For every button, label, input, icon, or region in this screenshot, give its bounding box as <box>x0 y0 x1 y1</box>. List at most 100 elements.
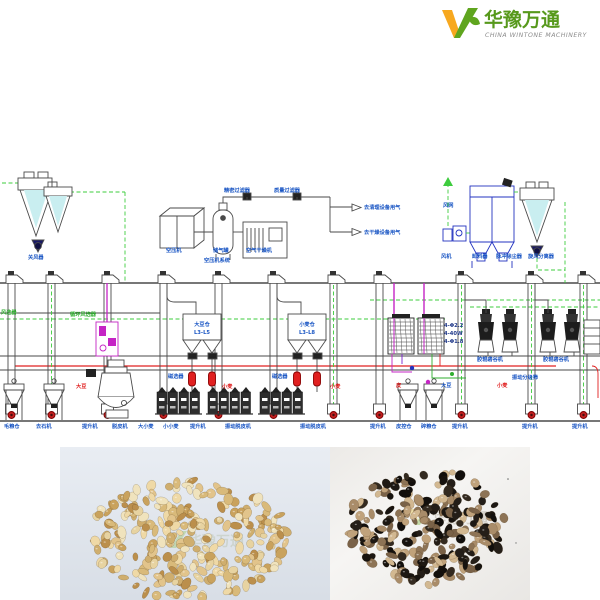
grain <box>117 525 127 539</box>
diagram-label: 旋风分离器 <box>527 252 555 260</box>
grain <box>132 582 140 589</box>
grain <box>455 572 466 581</box>
bucket-elevator <box>327 271 346 419</box>
grain-highlight <box>473 481 476 483</box>
grain <box>242 508 252 520</box>
diagram-label: 提升机 <box>82 422 98 430</box>
destoner-cone-mill <box>86 359 135 419</box>
grain-highlight <box>378 545 381 547</box>
grain-highlight <box>217 518 220 520</box>
grain-highlight <box>365 540 368 542</box>
grain-highlight <box>410 579 413 581</box>
surge-hopper <box>3 378 25 420</box>
grain-highlight <box>476 530 479 532</box>
diagram-label: 精密过滤器 <box>224 186 251 194</box>
grain <box>423 567 431 575</box>
grain <box>468 507 481 515</box>
grain-highlight <box>458 537 461 539</box>
grain-highlight <box>396 576 399 578</box>
grain <box>180 521 189 530</box>
soybean-bin <box>166 283 222 392</box>
fan-exhaust-duct <box>447 186 470 234</box>
grain <box>216 516 223 524</box>
grain <box>432 577 440 587</box>
grain <box>395 509 402 517</box>
grain-highlight <box>235 557 238 560</box>
grain-highlight <box>182 571 185 573</box>
grain-highlight <box>422 560 425 562</box>
grain <box>217 501 226 513</box>
grain <box>386 492 394 500</box>
grain <box>199 491 209 499</box>
grain <box>176 512 187 522</box>
grain <box>235 541 244 555</box>
diagram-label: L3-L8 <box>299 330 315 336</box>
grain <box>169 566 179 575</box>
magnetic-separator-icon <box>188 371 196 387</box>
grain <box>479 490 490 499</box>
grain <box>149 558 159 569</box>
airlock-icon <box>31 239 45 254</box>
process-flow-diagram: 关风器空压机储气罐空气干燥机空压机系统精密过滤器质量过滤器去清理设备用气去干燥设… <box>0 171 600 430</box>
grain-highlight <box>358 514 361 516</box>
diagram-label: 风机 <box>441 252 452 260</box>
grain-highlight <box>273 537 276 539</box>
grain-highlight <box>103 541 106 543</box>
grain <box>132 484 141 496</box>
airlock-icon <box>530 245 544 258</box>
diagram-label: 大豆 <box>441 381 451 389</box>
grain <box>274 524 282 530</box>
grain-highlight <box>174 594 177 596</box>
grain <box>132 552 139 562</box>
grain-highlight <box>451 505 454 507</box>
grain <box>97 558 108 569</box>
grain-highlight <box>164 529 167 531</box>
diagram-label: 脉冲除尘器 <box>495 252 523 260</box>
grain <box>192 545 201 553</box>
grain-highlight <box>154 593 157 596</box>
air-compressor-system <box>158 192 363 260</box>
grain <box>416 530 423 537</box>
surge-hoppers <box>3 378 445 420</box>
plansifter-box <box>417 314 445 355</box>
grain <box>137 568 150 576</box>
grain <box>104 519 116 527</box>
grain-highlight <box>476 507 479 509</box>
grain <box>166 532 176 544</box>
vibratory-peeler-group <box>258 387 305 415</box>
grain <box>424 580 433 590</box>
grain <box>381 478 392 489</box>
grain <box>176 529 184 536</box>
grain <box>462 493 472 502</box>
bucket-elevator <box>373 271 392 419</box>
grain <box>448 543 456 550</box>
grain <box>216 486 229 496</box>
grain-highlight <box>232 510 235 513</box>
logo-text-en: CHINA WINTONE MACHINERY <box>485 32 588 39</box>
grain <box>434 528 444 540</box>
diagram-label: 质量过滤器 <box>274 186 301 194</box>
grain <box>242 579 250 592</box>
grain <box>263 518 272 527</box>
grain <box>202 544 210 553</box>
grain <box>368 508 375 520</box>
grain-highlight <box>271 525 274 527</box>
watermark-text: 华豫万通 <box>188 533 244 550</box>
grain-highlight <box>434 499 438 502</box>
grain <box>186 585 198 592</box>
grain-highlight <box>416 553 419 556</box>
grain <box>434 556 444 567</box>
grain <box>419 470 429 480</box>
grain <box>172 592 180 600</box>
grain <box>382 517 392 526</box>
magnetic-separator-icon <box>208 371 216 387</box>
diagram-label: 去清理设备用气 <box>364 203 401 211</box>
diagram-label: 4-Φ2.2 <box>444 323 464 329</box>
grain <box>405 486 413 494</box>
grain-highlight <box>240 510 243 513</box>
diagram-label: 胶辊砻谷机 <box>477 355 504 363</box>
grain-highlight <box>156 574 159 577</box>
grain <box>216 538 225 547</box>
diagram-label: 关风器 <box>28 253 44 261</box>
grain <box>454 470 466 481</box>
